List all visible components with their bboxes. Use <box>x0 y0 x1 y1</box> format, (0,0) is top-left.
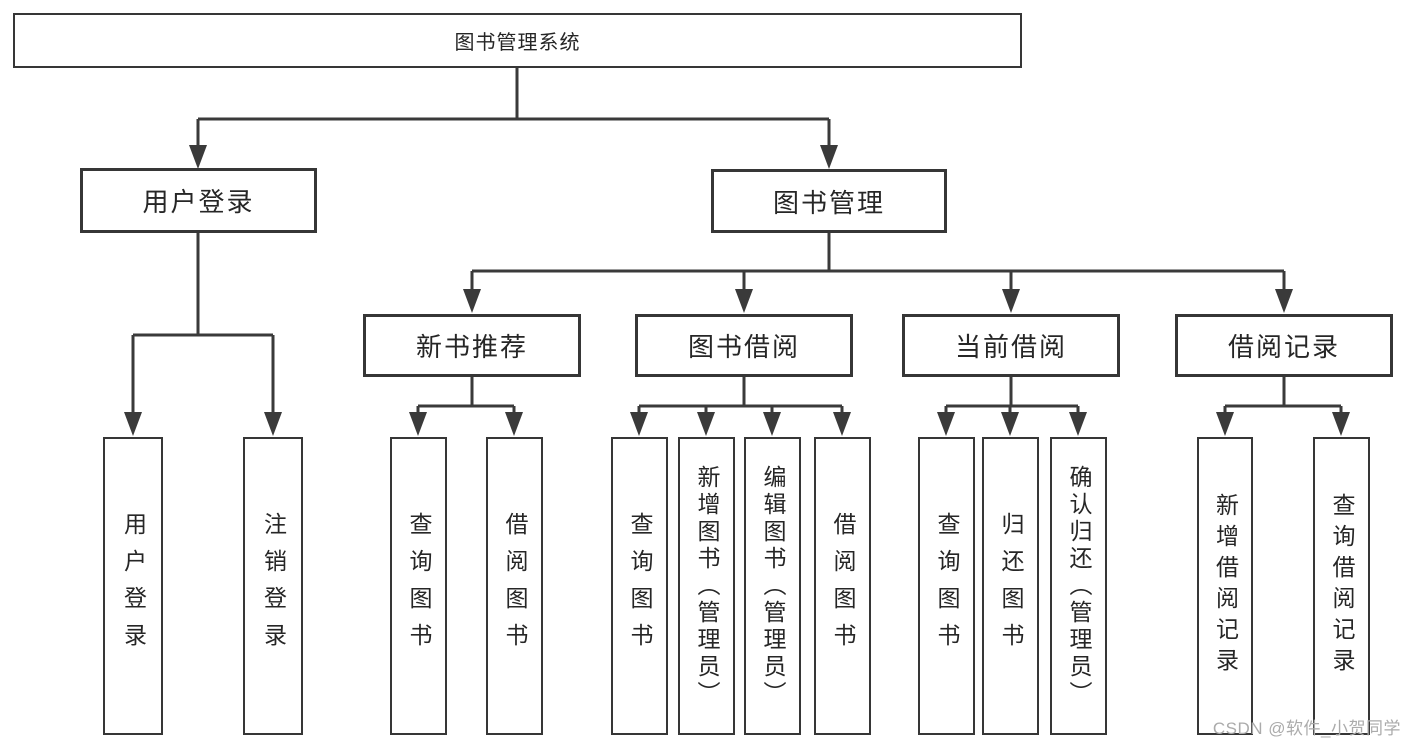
leaf-user-login-label: 用户登录 <box>120 512 147 660</box>
leaf-borrow-query-books: 查询图书 <box>611 437 668 735</box>
node-book-management-label: 图书管理 <box>772 187 885 218</box>
node-book-borrowing: 图书借阅 <box>635 314 853 377</box>
leaf-records-query-record-label: 查询借阅记录 <box>1329 493 1355 679</box>
leaf-borrow-edit-books-admin-label: 编辑图书（管理员） <box>760 464 786 708</box>
node-borrowing-records-label: 借阅记录 <box>1227 332 1340 362</box>
leaf-current-confirm-return-admin-label: 确认归还（管理员） <box>1066 464 1092 708</box>
leaf-current-confirm-return-admin: 确认归还（管理员） <box>1050 437 1107 735</box>
leaf-newrec-borrow-books-label: 借阅图书 <box>502 512 528 660</box>
node-current-borrowing-label: 当前借阅 <box>954 332 1067 362</box>
leaf-current-return-books-label: 归还图书 <box>998 512 1024 660</box>
node-user-login: 用户登录 <box>80 168 317 233</box>
leaf-borrow-edit-books-admin: 编辑图书（管理员） <box>744 437 801 735</box>
leaf-newrec-query-books-label: 查询图书 <box>406 512 432 660</box>
leaf-records-query-record: 查询借阅记录 <box>1313 437 1370 735</box>
leaf-borrow-add-books-admin-label: 新增图书（管理员） <box>694 464 720 708</box>
leaf-records-add-record: 新增借阅记录 <box>1197 437 1253 735</box>
node-root-system-label: 图书管理系统 <box>454 32 581 54</box>
connector-line-network <box>131 68 1343 416</box>
node-user-login-label: 用户登录 <box>142 187 255 217</box>
leaf-logout: 注销登录 <box>243 437 303 735</box>
node-new-book-recommend: 新书推荐 <box>363 314 581 377</box>
leaf-newrec-query-books: 查询图书 <box>390 437 447 735</box>
leaf-borrow-borrow-books: 借阅图书 <box>814 437 871 735</box>
node-book-management: 图书管理 <box>711 169 947 233</box>
node-new-book-recommend-label: 新书推荐 <box>415 332 528 362</box>
connector-arrowheads <box>124 145 1350 436</box>
leaf-borrow-borrow-books-label: 借阅图书 <box>830 512 856 660</box>
csdn-watermark: CSDN @软件_小贺同学 <box>1212 719 1401 738</box>
leaf-records-add-record-label: 新增借阅记录 <box>1212 493 1239 679</box>
leaf-newrec-borrow-books: 借阅图书 <box>486 437 543 735</box>
leaf-logout-label: 注销登录 <box>260 512 287 660</box>
leaf-user-login: 用户登录 <box>103 437 163 735</box>
node-current-borrowing: 当前借阅 <box>902 314 1120 377</box>
leaf-borrow-query-books-label: 查询图书 <box>627 512 653 660</box>
leaf-current-return-books: 归还图书 <box>982 437 1039 735</box>
leaf-current-query-books: 查询图书 <box>918 437 975 735</box>
node-borrowing-records: 借阅记录 <box>1175 314 1393 377</box>
leaf-current-query-books-label: 查询图书 <box>934 512 960 660</box>
leaf-borrow-add-books-admin: 新增图书（管理员） <box>678 437 735 735</box>
node-book-borrowing-label: 图书借阅 <box>687 332 800 362</box>
node-root-system: 图书管理系统 <box>13 13 1022 68</box>
